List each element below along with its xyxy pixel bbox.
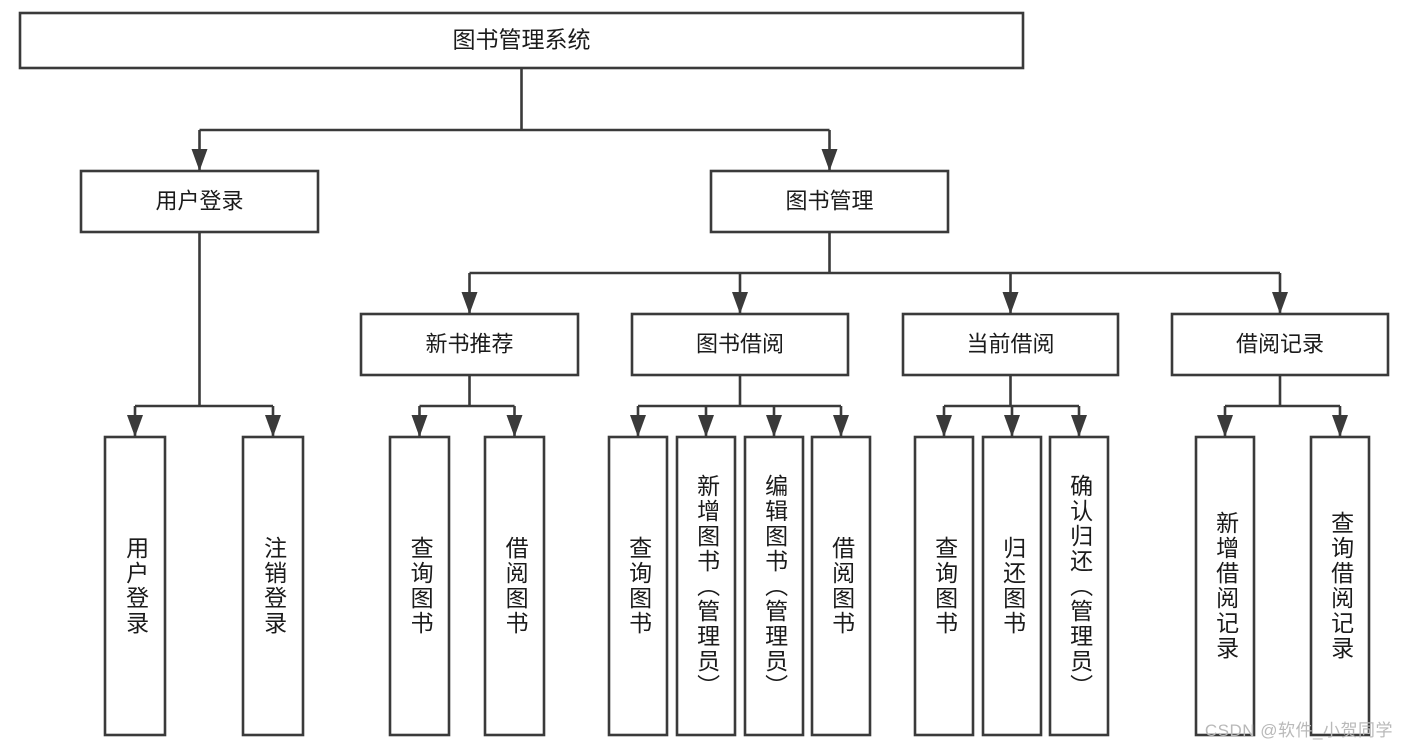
node-box-new-book-rec[interactable]: [359, 312, 580, 377]
arrow-head-icon: [698, 415, 714, 437]
node-label-new-book-rec: 新书推荐: [425, 331, 513, 356]
node-label-book-borrow: 图书借阅: [696, 331, 784, 356]
node-box-book-borrow[interactable]: [630, 312, 850, 377]
node-box-leaf-query-book-borrow[interactable]: [607, 435, 669, 737]
arrow-head-icon: [732, 292, 748, 314]
node-box-leaf-confirm-return[interactable]: [1048, 435, 1110, 737]
arrow-head-icon: [1217, 415, 1233, 437]
edge-layer: [127, 68, 1348, 437]
arrow-head-icon: [127, 415, 143, 437]
node-box-leaf-query-record[interactable]: [1309, 435, 1371, 737]
arrow-head-icon: [1071, 415, 1087, 437]
arrow-head-icon: [506, 415, 523, 437]
node-label-borrow-record: 借阅记录: [1236, 331, 1324, 356]
arrow-head-icon: [766, 415, 782, 437]
arrow-head-icon: [1004, 415, 1020, 437]
node-box-leaf-borrow-book-rec[interactable]: [483, 435, 546, 737]
arrow-head-icon: [833, 415, 849, 437]
node-box-user-login[interactable]: [79, 169, 320, 234]
arrow-head-icon: [191, 149, 208, 171]
arrow-head-icon: [1002, 292, 1019, 314]
node-box-borrow-record[interactable]: [1170, 312, 1390, 377]
arrow-head-icon: [821, 149, 838, 171]
node-box-root[interactable]: [18, 11, 1025, 70]
arrow-head-icon: [1272, 292, 1288, 314]
node-box-leaf-borrow-book[interactable]: [810, 435, 872, 737]
node-label-root: 图书管理系统: [453, 27, 591, 53]
arrow-head-icon: [630, 415, 646, 437]
node-box-leaf-add-record[interactable]: [1194, 435, 1256, 737]
node-box-leaf-query-book-rec[interactable]: [388, 435, 451, 737]
arrow-head-icon: [411, 415, 428, 437]
node-box-leaf-edit-book[interactable]: [743, 435, 805, 737]
node-box-current-borrow[interactable]: [901, 312, 1120, 377]
node-box-leaf-add-book[interactable]: [675, 435, 737, 737]
arrow-head-icon: [461, 292, 478, 314]
arrow-head-icon: [1332, 415, 1348, 437]
node-label-book-manage: 图书管理: [785, 188, 873, 213]
node-box-leaf-logout[interactable]: [241, 435, 305, 737]
node-box-leaf-return-book[interactable]: [981, 435, 1043, 737]
box-layer: [18, 11, 1390, 737]
node-box-leaf-user-login[interactable]: [103, 435, 167, 737]
node-box-leaf-query-book-cur[interactable]: [913, 435, 975, 737]
arrow-head-icon: [936, 415, 952, 437]
node-label-current-borrow: 当前借阅: [966, 331, 1054, 356]
node-box-book-manage[interactable]: [709, 169, 950, 234]
arrow-head-icon: [265, 415, 281, 437]
watermark: CSDN @软件_小贺同学: [1204, 721, 1393, 740]
node-label-user-login: 用户登录: [155, 188, 243, 213]
